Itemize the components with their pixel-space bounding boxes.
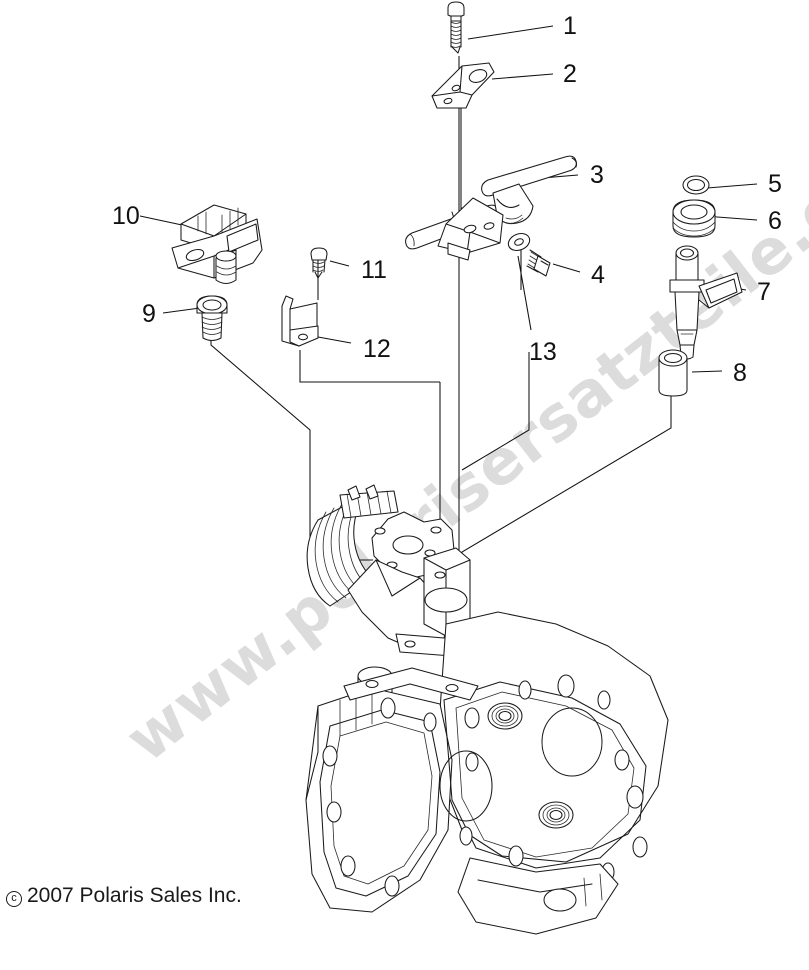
callout-10: 10	[112, 202, 140, 230]
cylinder-head-assembly	[305, 611, 669, 935]
copyright-notice: c 2007 Polaris Sales Inc.	[6, 884, 242, 908]
part-8-injector-sleeve	[658, 349, 688, 397]
callout-8: 8	[733, 359, 747, 387]
callout-9: 9	[142, 300, 156, 328]
callout-7: 7	[757, 278, 771, 306]
part-2-mounting-bracket	[431, 62, 495, 109]
spark-plug-bore-upper	[487, 702, 523, 730]
callout-12: 12	[363, 335, 391, 363]
part-12-retainer-bracket	[281, 295, 319, 347]
copyright-symbol: c	[6, 891, 22, 907]
callout-1: 1	[563, 12, 577, 40]
part-9-threaded-plug	[196, 295, 228, 342]
part-1-flange-bolt	[447, 1, 465, 54]
callout-3: 3	[590, 161, 604, 189]
spark-plug-bore-lower	[538, 801, 574, 829]
part-10-throttle-position-sensor	[171, 204, 263, 285]
part-7-fuel-injector	[669, 245, 743, 360]
callout-11: 11	[361, 256, 387, 284]
part-11-screw	[310, 247, 328, 279]
part-3-fuel-rail	[405, 155, 578, 261]
callout-5: 5	[768, 170, 782, 198]
callout-2: 2	[563, 60, 577, 88]
callout-13: 13	[529, 338, 557, 366]
callout-4: 4	[591, 261, 605, 289]
part-6-o-ring-large	[672, 199, 716, 238]
part-5-o-ring-small	[682, 175, 710, 195]
copyright-text: 2007 Polaris Sales Inc.	[27, 884, 242, 907]
callout-6: 6	[768, 207, 782, 235]
part-4-washer-bolt	[507, 232, 551, 277]
